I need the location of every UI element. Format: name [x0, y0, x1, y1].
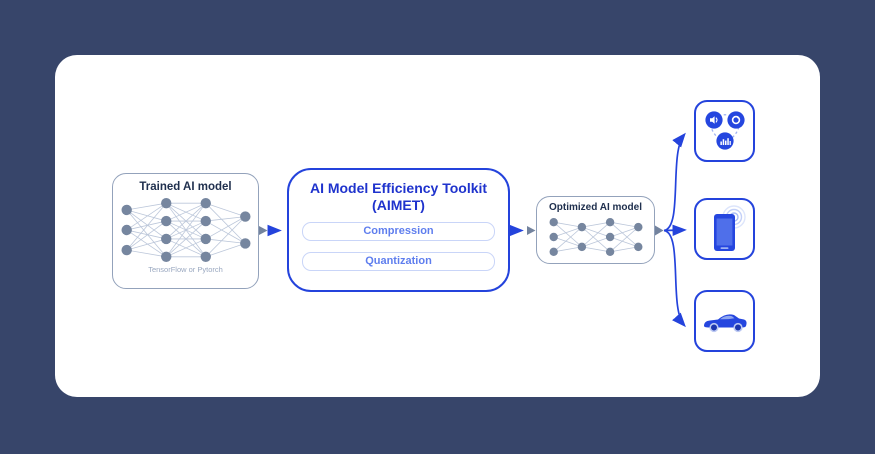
gray-arrowhead [527, 226, 536, 235]
phone-screen [716, 218, 732, 246]
gray-arrowhead [259, 226, 268, 235]
phone-home-bar [720, 247, 728, 249]
smart-devices-icon [704, 111, 745, 150]
gray-arrowhead [655, 225, 664, 236]
compression-button[interactable]: Compression [302, 222, 495, 242]
toolkit-box: AI Model Efficiency Toolkit (AIMET) Comp… [287, 168, 510, 292]
trained-neural-network-graphic [121, 198, 250, 262]
arrow-to-smartphone [663, 224, 687, 237]
toolkit-title-line2: (AIMET) [372, 196, 425, 213]
car-icon [703, 314, 747, 333]
smart-devices-box [694, 100, 755, 162]
arrow-toolkit-to-optimized [509, 224, 536, 237]
car-box [694, 290, 755, 352]
car-windshield [719, 315, 734, 320]
trained-model-title: Trained AI model [139, 181, 232, 193]
car-wheel [708, 322, 719, 333]
quantization-button[interactable]: Quantization [302, 252, 495, 272]
optimized-model-box: Optimized AI model [536, 196, 655, 264]
equalizer-icon [715, 132, 734, 150]
device-link-arc [729, 126, 740, 140]
arrow-to-smart-devices [663, 132, 686, 232]
smartphone-icon [713, 205, 746, 251]
toolkit-title-line1: AI Model Efficiency Toolkit [309, 180, 488, 196]
camera-lens-icon [726, 111, 745, 129]
speaker-icon [704, 111, 723, 129]
car-wheel [732, 322, 743, 333]
optimized-neural-network-graphic [549, 218, 642, 256]
content-card: Trained AI model TensorFlow or Pytorch A… [55, 55, 820, 397]
trained-model-box: Trained AI model TensorFlow or Pytorch [112, 173, 259, 289]
toolkit-title: AI Model Efficiency Toolkit (AIMET) [289, 180, 508, 213]
framework-caption: TensorFlow or Pytorch [148, 265, 223, 274]
fanout-connectors [655, 132, 687, 328]
arrow-trained-to-toolkit [259, 224, 282, 237]
smartphone-box [694, 198, 755, 260]
optimized-model-title: Optimized AI model [549, 202, 642, 213]
arrow-to-car [663, 229, 686, 328]
